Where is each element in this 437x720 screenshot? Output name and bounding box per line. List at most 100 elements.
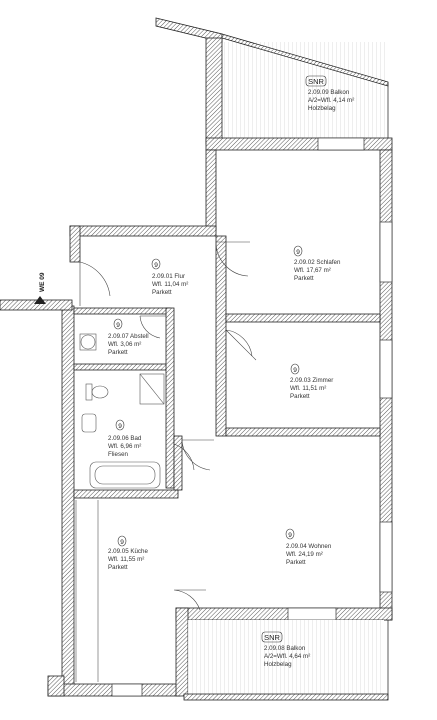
wall-top-left-pier: [205, 37, 223, 145]
wall-bedroom-left: [205, 149, 217, 231]
interior-walls: [73, 235, 381, 499]
door-wohnen-swing: [181, 439, 214, 471]
window-kueche: [111, 683, 143, 697]
room-floor: Parkett: [108, 349, 128, 356]
room-area: Wfl. 6,96 m²: [108, 443, 141, 450]
badge-text: 9: [118, 423, 122, 430]
room-area: Wfl. 3,06 m²: [108, 341, 141, 348]
window-bedroom: [379, 221, 393, 283]
room-number: 2.09.05 Küche: [108, 548, 148, 555]
room-label-balkon-top: SNR 2.09.09 Balkon A/2=Wfl. 4,14 m² Holz…: [305, 75, 354, 112]
badge-text: SNR: [308, 77, 324, 86]
room-label-zimmer: 9 2.09.03 Zimmer Wfl. 11,51 m² Parkett: [290, 363, 333, 400]
badge-text: 9: [154, 262, 158, 269]
room-number: 2.09.04 Wohnen: [286, 543, 332, 550]
washer-box: [79, 333, 97, 351]
wall-zimmer-wohnen: [225, 427, 381, 437]
door-bad-swing: [173, 443, 195, 476]
sink-bad: [81, 413, 97, 433]
badge-frame: [293, 245, 303, 257]
room-label-abstell: 9 2.09.07 Abstell Wfl. 3,06 m² Parkett: [108, 318, 149, 356]
badge-frame: [285, 528, 295, 540]
wall-flur-right-lower: [173, 435, 183, 491]
badge-frame: [290, 363, 300, 375]
shower-tray: [139, 373, 165, 405]
window-wohnen: [379, 521, 393, 593]
room-area: Wfl. 11,55 m²: [108, 556, 144, 563]
room-label-balkon-bottom: SNR 2.09.08 Balkon A/2=Wfl. 4,64 m² Holz…: [261, 631, 310, 668]
room-area: Wfl. 11,51 m²: [290, 385, 326, 392]
room-number: 2.09.01 Flur: [152, 273, 185, 280]
balcony-bottom-rail: [183, 693, 389, 701]
room-label-schlafen: 9 2.09.02 Schlafen Wfl. 17,67 m² Parkett: [293, 245, 341, 282]
badge-text: 9: [120, 539, 124, 546]
wall-corridor: [0, 299, 73, 311]
bathtub: [89, 461, 161, 489]
fixtures: [75, 333, 165, 682]
room-number: 2.09.08 Balkon: [264, 645, 306, 652]
window-zimmer: [379, 339, 393, 399]
room-floor: Fliesen: [108, 451, 129, 458]
bathtub-inner: [94, 465, 156, 485]
wall-balcony-bottom-pier: [175, 607, 189, 697]
entrance-label: WE 09: [34, 272, 46, 304]
badge-text: 9: [116, 322, 120, 329]
toilet-tank: [85, 383, 93, 401]
room-label-bad: 9 2.09.06 Bad Wfl. 6,96 m² Fliesen: [108, 419, 142, 458]
balcony-bottom-floor: [188, 620, 384, 696]
doors: [79, 241, 257, 611]
wall-bad-kueche: [73, 489, 179, 499]
badge-frame: [117, 535, 127, 547]
room-number: 2.09.02 Schlafen: [294, 259, 341, 266]
toilet-bowl: [91, 385, 109, 399]
badge-frame: [151, 258, 161, 270]
badge-frame: [305, 75, 327, 87]
room-number: 2.09.03 Zimmer: [290, 377, 333, 384]
room-number: 2.09.09 Balkon: [308, 89, 350, 96]
entrance-text: WE 09: [39, 272, 46, 292]
room-floor: Parkett: [294, 275, 314, 282]
badge-text: 9: [288, 532, 292, 539]
room-floor: Parkett: [152, 289, 172, 296]
wall-flur-abstell: [73, 307, 171, 315]
wall-bottom-left-pier: [47, 675, 65, 697]
badge-frame: [261, 631, 283, 643]
room-area: Wfl. 24,19 m²: [286, 551, 323, 558]
window-balcony-door-bottom: [287, 607, 337, 621]
room-area: A/2=Wfl. 4,64 m²: [264, 653, 310, 660]
room-label-wohnen: 9 2.09.04 Wohnen Wfl. 24,19 m² Parkett: [285, 528, 332, 566]
window-balcony-door-top: [317, 137, 365, 151]
balcony-top: [155, 17, 389, 140]
badge-text: 9: [293, 367, 297, 374]
balcony-top-floor: [222, 42, 388, 140]
badge-text: SNR: [264, 633, 280, 642]
balcony-bottom: [183, 620, 389, 701]
windows: [111, 137, 393, 697]
badge-frame: [113, 318, 123, 330]
wall-flur-top: [69, 225, 217, 237]
room-label-flur: 9 2.09.01 Flur Wfl. 11,04 m² Parkett: [151, 258, 188, 296]
room-label-kueche: 9 2.09.05 Küche Wfl. 11,55 m² Parkett: [108, 535, 148, 571]
room-area: A/2=Wfl. 4,14 m²: [308, 97, 354, 104]
room-floor: Parkett: [108, 564, 128, 571]
entrance-arrow: [34, 296, 46, 304]
room-area: Wfl. 11,04 m²: [152, 281, 188, 288]
door-entrance-swing: [79, 261, 111, 306]
room-number: 2.09.07 Abstell: [108, 333, 149, 340]
room-area: Wfl. 17,67 m²: [294, 267, 331, 274]
badge-frame: [115, 419, 125, 431]
door-abstell-swing: [139, 315, 166, 339]
washer: [80, 334, 96, 350]
wall-abstell-bad: [73, 363, 173, 371]
wall-living-balcony: [175, 607, 393, 621]
room-floor: Holzbelag: [264, 661, 292, 668]
wall-flur-bedroom: [215, 235, 227, 437]
room-number: 2.09.06 Bad: [108, 435, 142, 442]
room-floor: Parkett: [290, 393, 310, 400]
shower-diagonal: [139, 373, 165, 405]
door-zimmer-swing: [225, 329, 257, 361]
door-kueche-swing: [173, 589, 206, 611]
wall-bedroom-zimmer: [225, 313, 381, 323]
wall-bad-right: [165, 307, 175, 489]
door-schlafen-swing: [215, 241, 250, 277]
